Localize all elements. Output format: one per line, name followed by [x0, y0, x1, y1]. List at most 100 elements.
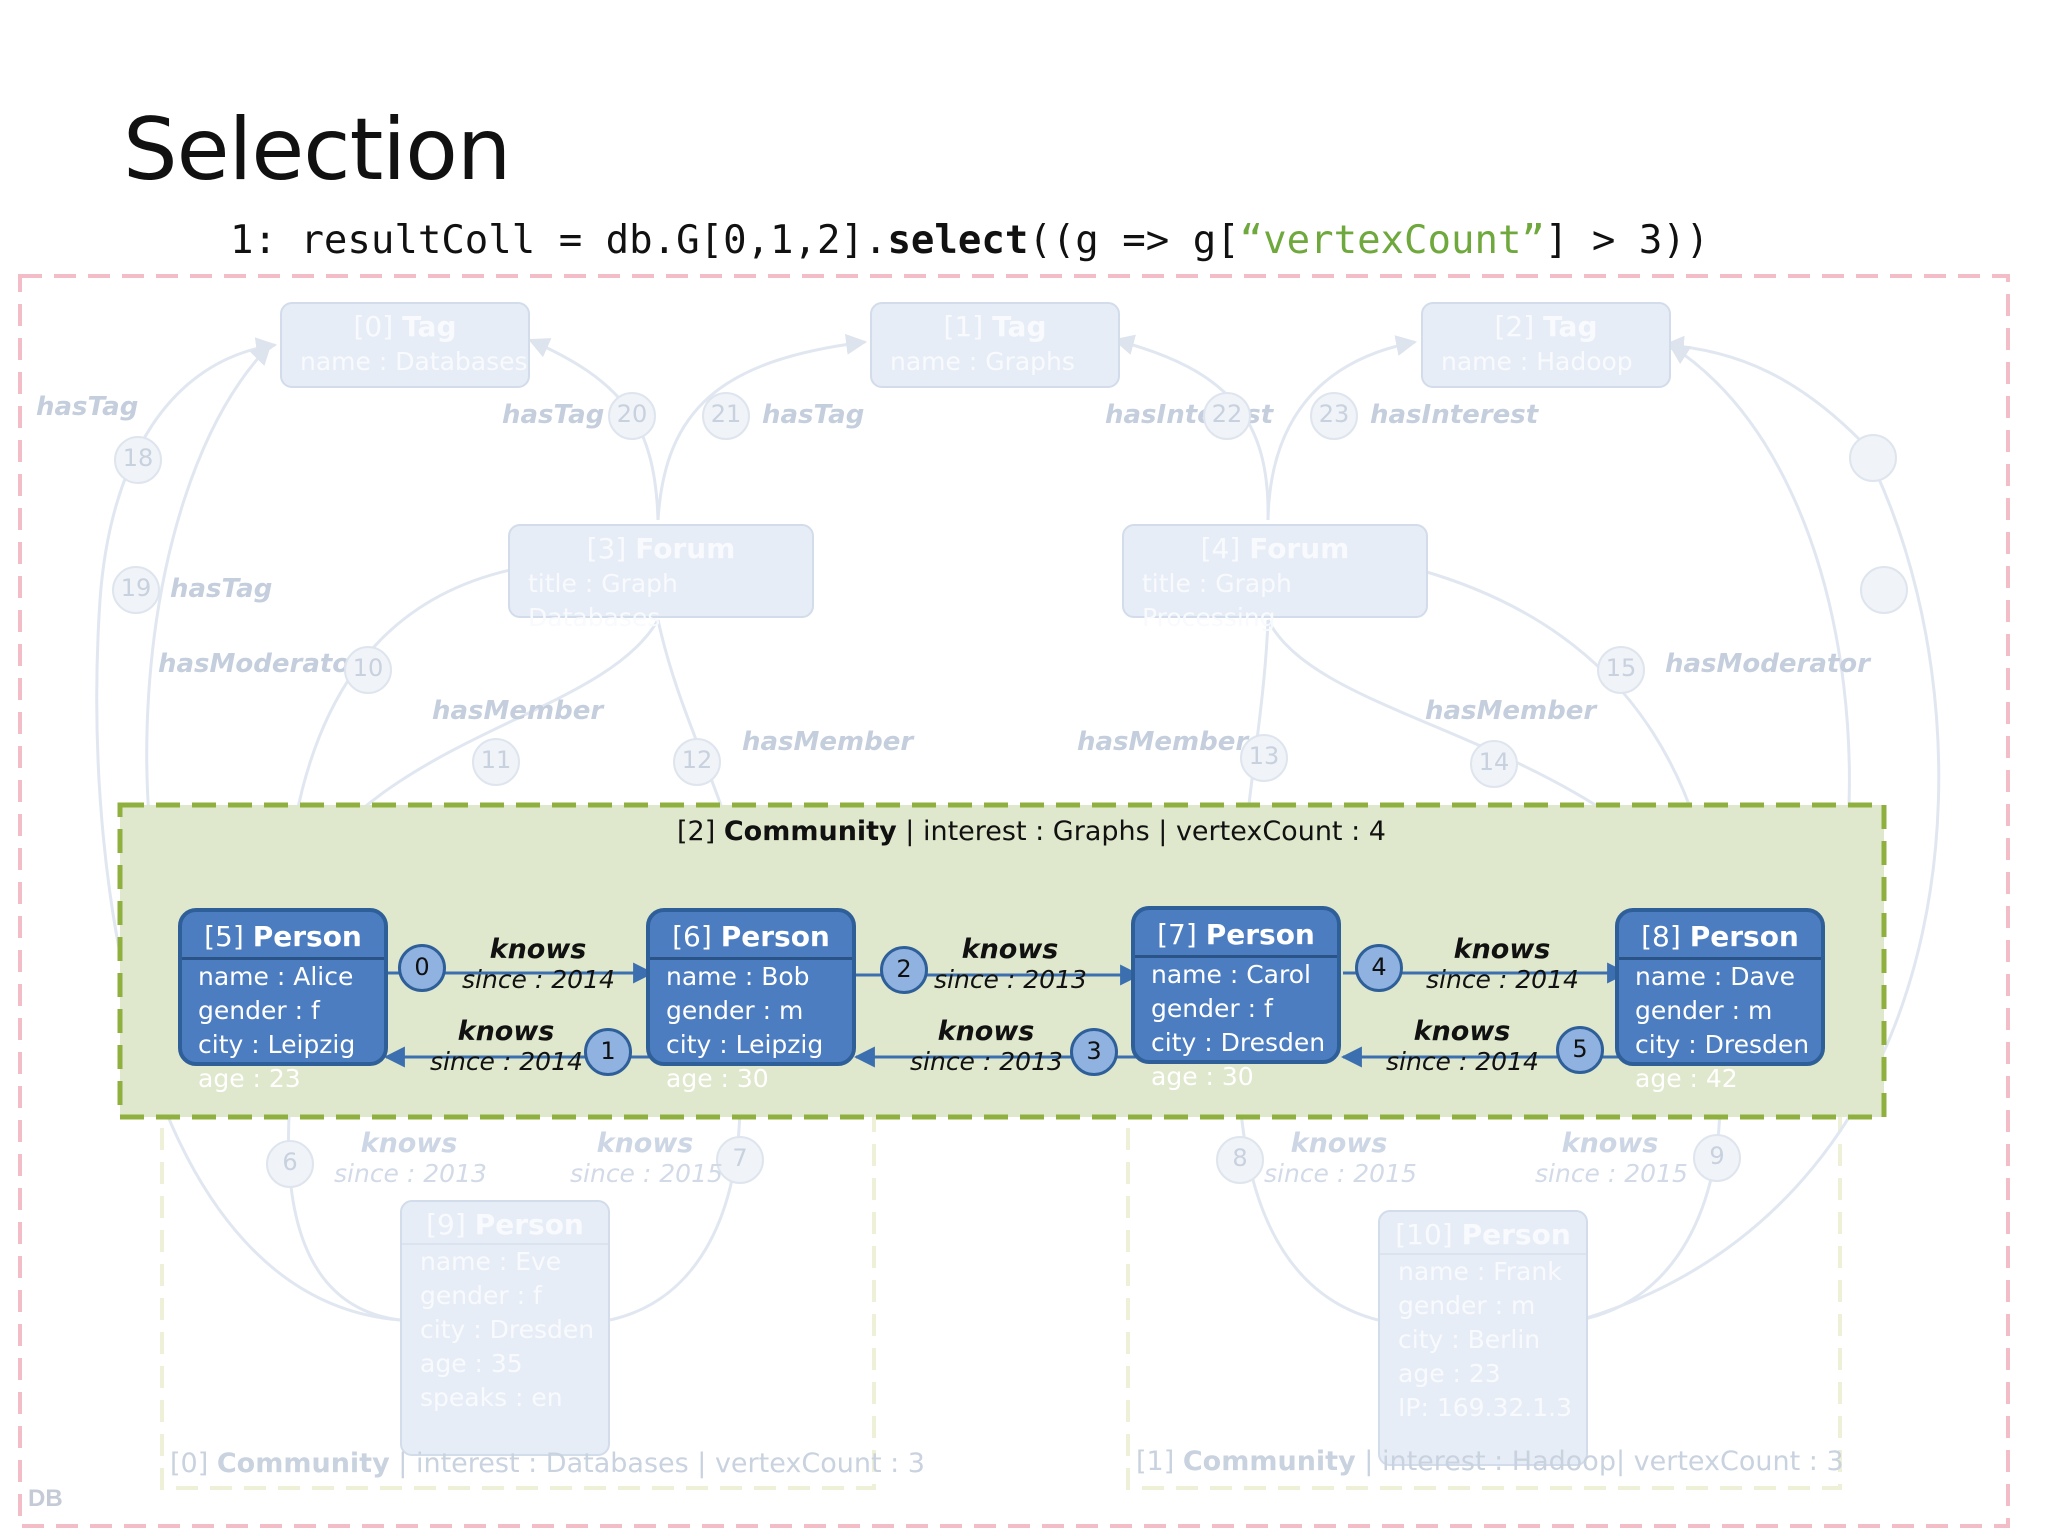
edge-8-badge: 8 — [1216, 1136, 1264, 1184]
db-label: DB — [28, 1485, 63, 1512]
edge-4-rel: knows — [1453, 934, 1551, 965]
person-7-type: Person — [1205, 918, 1315, 951]
code-prefix: 1: resultColl = db.G[0,1,2]. — [230, 218, 888, 263]
forum-3-node: [3] Forum title : Graph Databases — [508, 524, 814, 632]
community-2-rest: | interest : Graphs | vertexCount : 4 — [896, 816, 1386, 847]
person-9-header: [9] Person — [402, 1202, 608, 1245]
person-9-attr: city : Dresden — [420, 1315, 595, 1344]
code-middle: ((g => g[ — [1028, 218, 1240, 263]
edge-6-badge: 6 — [266, 1140, 314, 1188]
forum-4-type: Forum — [1249, 532, 1350, 565]
edge-21-badge: 23 — [1310, 392, 1358, 440]
person-9-attr: gender : f — [420, 1281, 542, 1310]
person-10-attr: IP: 169.32.1.3 — [1398, 1393, 1572, 1422]
person-7-id: [7] — [1157, 918, 1197, 951]
person-5-node: [5] Person name : Alice gender : f city … — [178, 908, 388, 1093]
edge-20-badge: 22 — [1203, 392, 1251, 440]
edge-14-badge: 14 — [1470, 740, 1518, 788]
edge-1-prop: since : 2014 — [430, 1047, 583, 1076]
community-1-type: Community — [1182, 1446, 1356, 1477]
person-9-id: [9] — [426, 1208, 466, 1241]
edge-9-prop: since : 2015 — [1535, 1159, 1688, 1188]
forum-3-header: [3] Forum — [510, 526, 812, 567]
edge-8-prop: since : 2015 — [1264, 1159, 1417, 1188]
edge-5-rel: knows — [1413, 1016, 1511, 1047]
forum-3-type: Forum — [635, 532, 736, 565]
person-8-header: [8] Person — [1619, 912, 1821, 960]
person-10-attr: gender : m — [1398, 1291, 1536, 1320]
edge-22-badge — [1860, 566, 1908, 614]
person-10-id: [10] — [1395, 1218, 1453, 1251]
edge-0-prop: since : 2014 — [462, 965, 615, 994]
edge-16-badge: 18 — [114, 436, 162, 484]
edge-6-rel: knows — [360, 1128, 458, 1159]
edge-11-badge: 11 — [472, 738, 520, 786]
community-1-rest: | interest : Hadoop| vertexCount : 3 — [1355, 1446, 1844, 1477]
edge-2-badge: 2 — [880, 946, 928, 994]
person-10-type: Person — [1461, 1218, 1571, 1251]
person-10-attr: name : Frank — [1398, 1257, 1562, 1286]
tag-1-type: Tag — [992, 310, 1047, 343]
person-8-city: city : Dresden — [1635, 1030, 1810, 1059]
edge-7-badge: 7 — [716, 1136, 764, 1184]
person-10-attr: city : Berlin — [1398, 1325, 1541, 1354]
tag-1-node: [1] Tag name : Graphs — [870, 302, 1120, 388]
community-1-label: [1] Community | interest : Hadoop| verte… — [1136, 1446, 1844, 1477]
edge-7-prop: since : 2015 — [570, 1159, 723, 1188]
edge-3-prop: since : 2013 — [910, 1047, 1063, 1076]
edge-5-badge: 5 — [1556, 1026, 1604, 1074]
edge-10-badge: 10 — [344, 646, 392, 694]
edge-3-badge: 3 — [1070, 1028, 1118, 1076]
person-6-id: [6] — [672, 920, 712, 953]
edge-2-rel: knows — [961, 934, 1059, 965]
edge-12-badge: 12 — [673, 738, 721, 786]
edge-1-rel: knows — [457, 1016, 555, 1047]
edge-17-badge: 19 — [112, 566, 160, 614]
person-6-node: [6] Person name : Bob gender : m city : … — [646, 908, 856, 1093]
edge-15-badge: 15 — [1597, 646, 1645, 694]
forum-4-header: [4] Forum — [1124, 526, 1426, 567]
person-8-type: Person — [1689, 920, 1799, 953]
person-9-attr: age : 35 — [420, 1349, 523, 1378]
tag-0-id: [0] — [353, 310, 394, 343]
person-5-header: [5] Person — [182, 912, 384, 960]
person-9-type: Person — [474, 1208, 584, 1241]
community-0-rest: | interest : Databases | vertexCount : 3 — [389, 1448, 925, 1479]
edge-2-prop: since : 2013 — [934, 965, 1087, 994]
person-8-age: age : 42 — [1635, 1064, 1738, 1093]
edge-13-badge: 13 — [1240, 734, 1288, 782]
edge-14-label: hasMember — [1425, 696, 1597, 726]
edge-7-rel: knows — [596, 1128, 694, 1159]
person-7-city: city : Dresden — [1151, 1028, 1326, 1057]
code-suffix: ] > 3)) — [1544, 218, 1710, 263]
tag-0-attr: name : Databases — [300, 347, 528, 376]
edge-3-rel: knows — [937, 1016, 1035, 1047]
edge-1-badge: 1 — [584, 1028, 632, 1076]
person-7-node: [7] Person name : Carol gender : f city … — [1131, 906, 1341, 1091]
forum-3-id: [3] — [586, 532, 627, 565]
code-keyword: select — [887, 218, 1029, 263]
edge-0-badge: 0 — [398, 944, 446, 992]
edge-21-label: hasInterest — [1370, 400, 1539, 430]
person-6-age: age : 30 — [666, 1064, 769, 1093]
person-6-gender: gender : m — [666, 996, 804, 1025]
community-2-type: Community — [723, 816, 897, 847]
person-6-name: name : Bob — [666, 962, 810, 991]
tag-1-header: [1] Tag — [872, 304, 1118, 345]
edge-19-label: hasTag — [762, 400, 865, 430]
edge-4-prop: since : 2014 — [1426, 965, 1579, 994]
edge-13-label: hasMember — [1077, 727, 1249, 757]
community-2-id: [2] — [677, 816, 716, 847]
forum-4-id: [4] — [1200, 532, 1241, 565]
forum-4-attr: title : Graph Processing — [1142, 569, 1292, 632]
edge-5-prop: since : 2014 — [1386, 1047, 1539, 1076]
tag-2-id: [2] — [1494, 310, 1535, 343]
community-0-type: Community — [216, 1448, 390, 1479]
tag-2-attr: name : Hadoop — [1441, 347, 1633, 376]
edge-19-badge: 21 — [702, 392, 750, 440]
